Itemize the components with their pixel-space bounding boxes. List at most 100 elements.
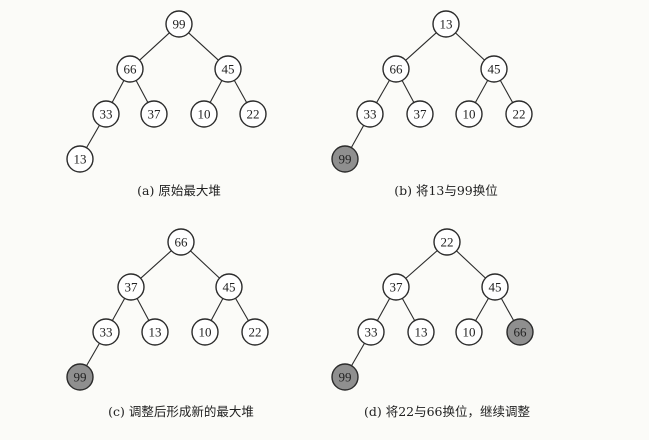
- tree-edge: [456, 250, 486, 279]
- node-circle: [382, 273, 410, 301]
- tree-edge: [111, 80, 125, 103]
- node-circle: [116, 55, 144, 83]
- heap-node: 13: [407, 318, 435, 346]
- node-circle: [432, 10, 460, 38]
- tree-edge: [455, 32, 485, 61]
- node-value: 22: [441, 235, 454, 250]
- node-value: 33: [364, 107, 377, 122]
- node-value: 10: [199, 325, 212, 340]
- node-value: 45: [223, 280, 236, 295]
- node-circle: [480, 55, 508, 83]
- tree-edge: [139, 32, 170, 61]
- node-value: 66: [390, 62, 404, 77]
- tree-edge: [233, 80, 248, 103]
- tree-edge: [190, 250, 220, 279]
- tree-edge: [351, 342, 365, 367]
- heap-node: 13: [66, 145, 94, 173]
- node-value: 99: [339, 370, 352, 385]
- node-value: 10: [198, 107, 211, 122]
- node-circle: [505, 100, 533, 128]
- node-value: 22: [513, 107, 526, 122]
- node-circle: [241, 318, 269, 346]
- panel-caption: (d) 将22与66换位，继续调整: [364, 404, 531, 419]
- node-value: 37: [148, 107, 162, 122]
- tree-edge: [350, 125, 365, 148]
- node-value: 37: [414, 107, 428, 122]
- heap-node: 99: [331, 145, 359, 173]
- node-circle: [165, 10, 193, 38]
- node-value: 37: [125, 280, 139, 295]
- heap-node: 66: [506, 318, 534, 346]
- tree-edge: [135, 80, 149, 103]
- tree-edge: [376, 298, 391, 321]
- node-value: 66: [175, 235, 189, 250]
- heap-node: 22: [239, 100, 267, 128]
- heap-node: 33: [92, 318, 120, 346]
- tree-edge: [136, 298, 150, 321]
- heap-panel-b: 13 66 45 33 37 10 22 99 (b) 将13与99换位: [331, 10, 533, 198]
- node-circle: [191, 318, 219, 346]
- node-circle: [382, 55, 410, 83]
- node-value: 13: [149, 325, 162, 340]
- tree-edge: [86, 124, 100, 149]
- node-value: 45: [222, 62, 235, 77]
- node-circle: [433, 228, 461, 256]
- highlighted-node-circle: [331, 145, 359, 173]
- highlighted-node-circle: [331, 363, 359, 391]
- node-value: 10: [463, 107, 476, 122]
- tree-edge: [500, 298, 515, 321]
- node-circle: [215, 273, 243, 301]
- heap-node: 22: [505, 100, 533, 128]
- node-circle: [481, 273, 509, 301]
- tree-edge: [474, 80, 489, 103]
- node-circle: [140, 100, 168, 128]
- node-value: 66: [124, 62, 138, 77]
- tree-edge: [210, 298, 224, 321]
- tree-edge: [140, 250, 172, 279]
- node-circle: [167, 228, 195, 256]
- heap-node: 13: [432, 10, 460, 38]
- node-circle: [357, 318, 385, 346]
- tree-edge: [405, 32, 437, 61]
- node-circle: [214, 55, 242, 83]
- node-circle: [190, 100, 218, 128]
- heap-node: 37: [117, 273, 145, 301]
- node-circle: [92, 318, 120, 346]
- heap-node: 45: [214, 55, 242, 83]
- tree-edge: [475, 297, 489, 322]
- node-circle: [455, 100, 483, 128]
- tree-edge: [376, 79, 390, 104]
- node-value: 37: [390, 280, 404, 295]
- node-value: 13: [415, 325, 428, 340]
- panel-caption: (b) 将13与99换位: [394, 183, 498, 198]
- tree-edge: [111, 298, 126, 321]
- tree-edge: [86, 342, 100, 367]
- heap-node: 99: [66, 363, 94, 391]
- heap-node: 99: [165, 10, 193, 38]
- node-value: 13: [74, 152, 87, 167]
- heap-node: 66: [116, 55, 144, 83]
- node-value: 10: [463, 325, 476, 340]
- tree-edge: [405, 250, 438, 279]
- heap-node: 33: [356, 100, 384, 128]
- tree-edge: [235, 297, 249, 322]
- tree-edge: [499, 80, 514, 103]
- heap-node: 45: [481, 273, 509, 301]
- heap-node: 22: [241, 318, 269, 346]
- heap-node: 37: [140, 100, 168, 128]
- node-value: 45: [488, 62, 501, 77]
- panel-caption: (a) 原始最大堆: [137, 183, 221, 198]
- tree-edge: [209, 80, 223, 103]
- heap-node: 66: [167, 228, 195, 256]
- heap-node: 99: [331, 363, 359, 391]
- node-circle: [141, 318, 169, 346]
- node-circle: [455, 318, 483, 346]
- node-value: 99: [74, 370, 87, 385]
- node-circle: [92, 100, 120, 128]
- node-circle: [66, 145, 94, 173]
- node-value: 33: [365, 325, 378, 340]
- heap-node: 33: [92, 100, 120, 128]
- heap-node: 10: [455, 100, 483, 128]
